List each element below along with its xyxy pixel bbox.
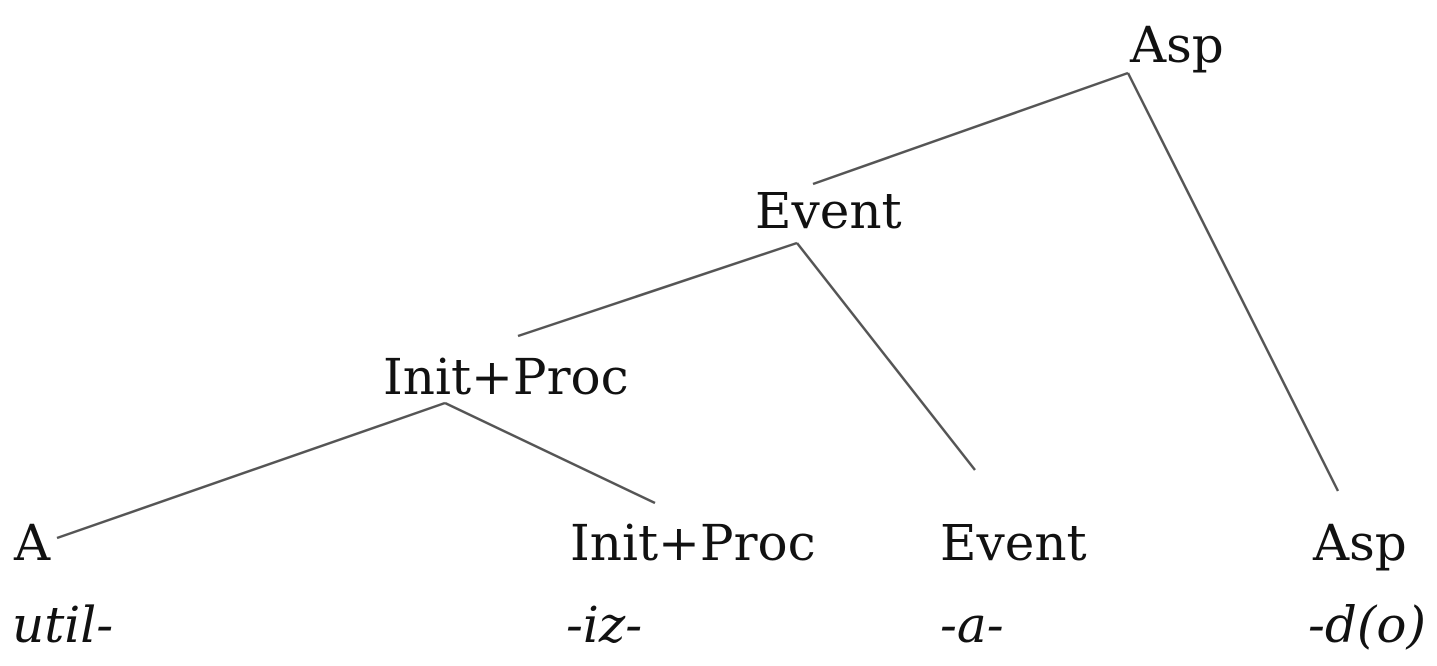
branch-initproc-to-initproc-leaf bbox=[444, 401, 656, 505]
node-event: Event bbox=[755, 182, 902, 240]
morpheme-a: -a- bbox=[940, 596, 1004, 654]
branch-event-to-event-leaf bbox=[796, 242, 976, 471]
branch-asp-to-event bbox=[812, 71, 1129, 186]
leaf-init-proc: Init+Proc bbox=[570, 514, 816, 572]
branch-asp-to-asp-leaf bbox=[1126, 72, 1340, 492]
morpheme-util: util- bbox=[12, 596, 114, 654]
node-init-proc: Init+Proc bbox=[383, 348, 629, 406]
leaf-event: Event bbox=[940, 514, 1087, 572]
node-asp-root: Asp bbox=[1130, 16, 1224, 74]
morpheme-do: -d(o) bbox=[1308, 596, 1427, 654]
leaf-asp: Asp bbox=[1313, 514, 1407, 572]
branch-initproc-to-a bbox=[56, 401, 446, 540]
branch-event-to-initproc bbox=[517, 241, 798, 338]
leaf-a: A bbox=[14, 514, 51, 572]
morpheme-iz: -iz- bbox=[566, 596, 643, 654]
